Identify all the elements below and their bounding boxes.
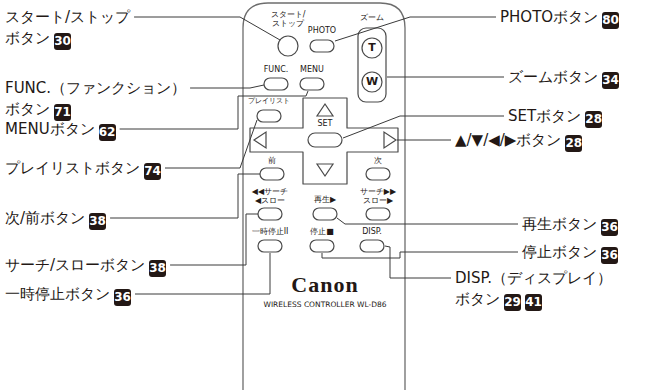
part-name: 次/前ボタン [5, 209, 85, 227]
button-label: スタート/ ストップ [270, 11, 307, 29]
part-name: プレイリストボタン [5, 159, 140, 177]
button-label: W [366, 76, 378, 88]
direction-pad [250, 98, 398, 184]
remote-body [243, 3, 405, 390]
prev-button [260, 168, 284, 180]
model-name: WIRELESS CONTROLLER WL-D86 [263, 301, 386, 309]
callout: PHOTOボタン80 [500, 7, 619, 29]
part-name: 再生ボタン [522, 215, 597, 233]
playlist-button [257, 110, 281, 122]
zoom-w-button [362, 72, 382, 92]
zoom-rocker [358, 28, 386, 102]
part-name: 一時停止ボタン [5, 285, 110, 303]
callout-number: 28 [585, 111, 602, 128]
part-name: ズームボタン [508, 68, 598, 86]
leader-line [135, 253, 270, 294]
callout: MENUボタン62 [5, 119, 116, 141]
part-name: MENUボタン [5, 120, 95, 138]
leader-line [397, 140, 451, 141]
callout-number: 41 [525, 294, 542, 311]
callout-number: 36 [601, 247, 618, 264]
callout: ズームボタン34 [508, 67, 619, 89]
callout: 停止ボタン36 [522, 242, 618, 264]
part-name: 停止ボタン [522, 243, 597, 261]
callout-number: 29 [504, 294, 521, 311]
part-name: SETボタン [508, 107, 581, 125]
callout-number: 38 [149, 260, 166, 277]
button-label: T [368, 42, 376, 54]
button-label: 前 [268, 157, 276, 166]
button-label: FUNC. [264, 66, 289, 75]
func-button [264, 78, 288, 90]
callout: 一時停止ボタン36 [5, 284, 131, 306]
callout: サーチ/スローボタン38 [5, 255, 166, 277]
leader-line [387, 77, 504, 78]
part-name: PHOTOボタン [500, 8, 598, 26]
left-button [254, 132, 266, 148]
right-button [384, 132, 396, 148]
callout-number: 28 [565, 135, 582, 152]
brand-logo: Canon [291, 273, 358, 297]
search-back-button [258, 208, 282, 220]
next-button [366, 168, 390, 180]
part-name: サーチ/スローボタン [5, 256, 145, 274]
zoom-t-button [362, 38, 382, 58]
button-label: DISP. [362, 228, 382, 237]
callout-number: 71 [54, 104, 71, 121]
leader-line [337, 218, 518, 224]
leader-line [385, 246, 451, 278]
callout-number: 36 [601, 219, 618, 236]
callout: ▲/▼/◀/▶ボタン28 [455, 130, 582, 152]
part-name: ▲/▼/◀/▶ボタン [455, 131, 561, 149]
button-label: SET [317, 120, 332, 129]
callout: DISP.（ディスプレイ） ボタン2941 [455, 268, 615, 311]
callout-number: 36 [114, 289, 131, 306]
callout: SETボタン28 [508, 106, 602, 128]
start-stop-button [278, 36, 298, 56]
button-label: 停止■ [310, 228, 334, 237]
button-label: 再生▶ [314, 196, 336, 205]
leader-line [120, 91, 308, 129]
button-label: ズーム [360, 14, 384, 23]
callout-number: 34 [602, 72, 619, 89]
button-label: 次 [374, 157, 382, 166]
photo-button [310, 40, 334, 52]
leader-line [322, 252, 518, 258]
button-label: ◀◀サーチ ◀スロー [251, 188, 290, 206]
leader-line [165, 120, 257, 168]
callout: 次/前ボタン38 [5, 208, 106, 230]
callout: 再生ボタン36 [522, 214, 618, 236]
leader-line [335, 17, 496, 41]
pause-button [258, 240, 282, 252]
stop-button [310, 240, 334, 252]
callout-number: 80 [602, 12, 619, 29]
button-label: MENU [300, 66, 324, 75]
leader-line [190, 85, 264, 88]
menu-button [300, 78, 324, 90]
callout-number: 74 [144, 163, 161, 180]
callout-number: 38 [89, 213, 106, 230]
search-forward-button [366, 208, 390, 220]
part-name: FUNC.（ファンクション） ボタン [5, 79, 186, 118]
button-label: プレイリスト [248, 98, 290, 106]
disp-button [360, 240, 384, 252]
button-label: サーチ▶▶ スロー▶ [359, 188, 398, 206]
set-button [308, 133, 342, 147]
button-label: 一時停止II [252, 228, 289, 237]
leader-line [134, 17, 280, 40]
callout: FUNC.（ファンクション） ボタン71 [5, 78, 190, 121]
callout: スタート/ストップ ボタン30 [5, 7, 134, 50]
play-button [313, 208, 337, 220]
leader-line [170, 214, 258, 265]
callout: プレイリストボタン74 [5, 158, 161, 180]
leader-line [110, 174, 260, 218]
down-button [317, 164, 333, 176]
up-button [317, 104, 333, 116]
button-label: PHOTO [308, 27, 336, 36]
callout-number: 62 [99, 124, 116, 141]
callout-number: 30 [54, 33, 71, 50]
